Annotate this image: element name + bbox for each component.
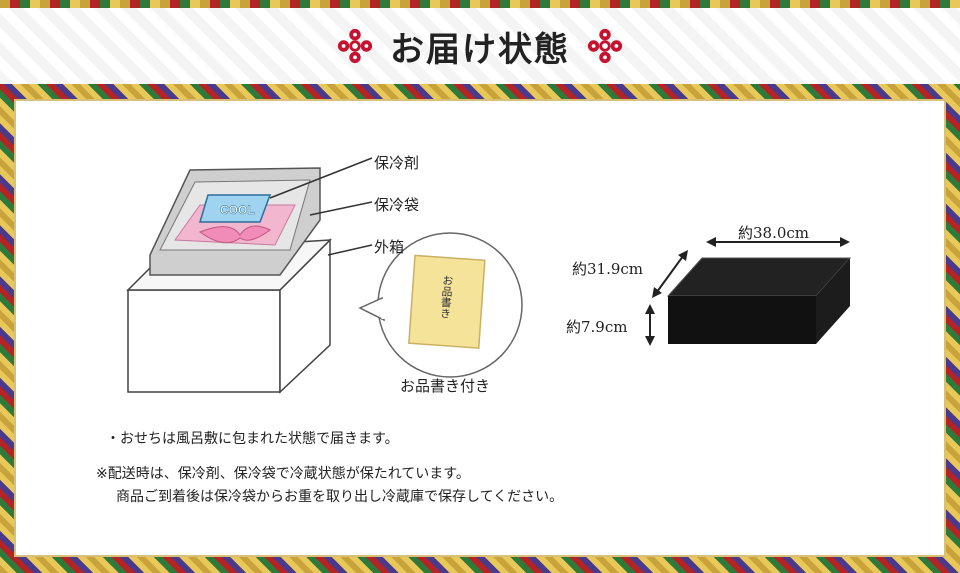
jubako-front	[668, 296, 816, 344]
jubako-side	[816, 258, 850, 344]
cool-tag-text: COOL	[220, 203, 255, 217]
ice-pack-label: 保冷剤	[374, 154, 420, 172]
note-furoshiki: ・おせちは風呂敷に包まれた状態で届きます。	[106, 431, 399, 447]
height-dimension: 約7.9cm	[566, 318, 628, 336]
packaging-illustration: COOL お品書き	[126, 157, 523, 394]
flower-crest-icon	[587, 28, 623, 64]
page-title: お届け状態	[390, 29, 570, 70]
cool-bag-label: 保冷袋	[374, 196, 420, 214]
jubako-illustration	[645, 237, 852, 346]
note-storage: 商品ご到着後は保冷袋からお重を取り出し冷蔵庫で保存してください。	[116, 489, 564, 505]
ice-pack	[198, 194, 272, 223]
header-band	[0, 0, 960, 84]
flower-crest-icon	[337, 28, 373, 64]
header-stripe	[0, 0, 960, 8]
outer-box-label: 外箱	[374, 238, 405, 256]
menu-card-text: お品書き	[438, 274, 454, 319]
page-header: お届け状態	[0, 18, 960, 74]
note-cooling: ※配送時は、保冷剤、保冷袋で冷蔵状態が保たれています。	[96, 466, 470, 482]
width-dimension: 約38.0cm	[738, 224, 810, 242]
menu-card	[408, 254, 486, 349]
outer-box-front	[127, 289, 281, 393]
depth-dimension: 約31.9cm	[572, 260, 644, 278]
menu-card-caption: お品書き付き	[400, 377, 491, 395]
